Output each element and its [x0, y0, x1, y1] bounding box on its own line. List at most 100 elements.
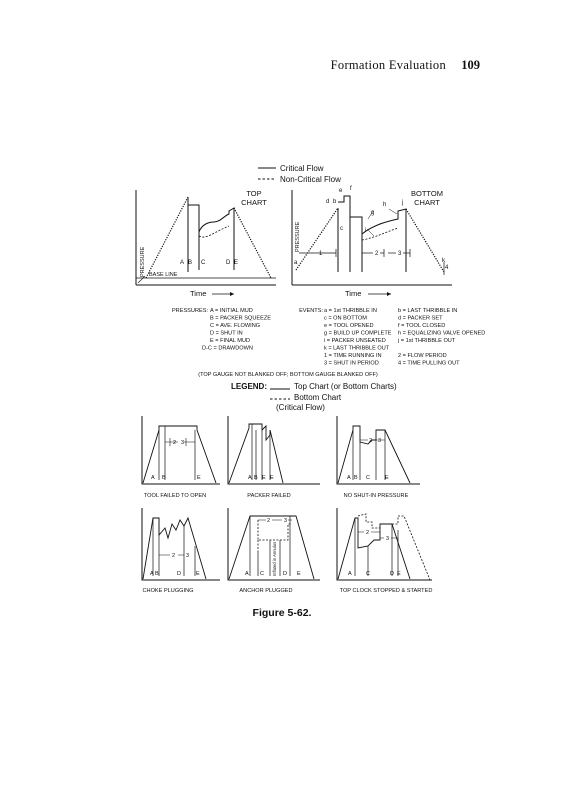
caption: PACKER FAILED: [247, 493, 290, 499]
running-title: Formation Evaluation: [330, 58, 446, 72]
letter: E: [385, 475, 389, 481]
curve: [228, 515, 315, 580]
events-heading: EVENTS:: [299, 308, 323, 314]
period-3: 3: [398, 251, 402, 257]
letter: C: [366, 475, 370, 481]
period-label: 2: [366, 530, 369, 536]
figure-caption: Figure 5-62.: [252, 607, 312, 619]
legend-top-text: Top Chart (or Bottom Charts): [294, 382, 397, 391]
caption: CHOKE PLUGGING: [143, 588, 194, 594]
period-label: 3: [181, 440, 184, 446]
event-item: a = 1st THRIBBLE IN: [324, 308, 377, 314]
event-h: h: [383, 202, 386, 208]
bottom-chart-period-bars: [299, 249, 445, 275]
base-line-pointer: [137, 275, 146, 284]
event-h-pointer: [388, 208, 398, 215]
legend-note: (Critical Flow): [276, 403, 325, 412]
event-item: e = TOOL OPENED: [324, 323, 373, 329]
letter: C: [260, 571, 264, 577]
bottom-chart: PRESSURE BOTTOM CHART 1 2 3 4 a b c d e …: [291, 186, 452, 298]
period-label: 2: [173, 440, 176, 446]
event-e: e: [339, 188, 343, 194]
event-j: j: [401, 200, 403, 206]
page-number: 109: [461, 58, 480, 72]
event-i-pointer: [366, 228, 375, 237]
top-chart-ramp-out: [233, 207, 272, 279]
letter: E: [297, 571, 301, 577]
event-item: c = ON BOTTOM: [324, 316, 367, 322]
period-2: 2: [375, 251, 379, 257]
bottom-chart-y-label: PRESSURE: [295, 221, 301, 252]
gauge-note: (TOP GAUGE NOT BLANKED OFF; BOTTOM GAUGE…: [198, 372, 378, 378]
axes: [227, 508, 320, 581]
letter: E: [196, 571, 200, 577]
letter: B: [162, 475, 166, 481]
event-item: 3 = SHUT IN PERIOD: [324, 361, 379, 367]
pressure-item: D = SHUT IN: [210, 331, 243, 337]
bottom-chart-title-1: BOTTOM: [411, 189, 443, 198]
small-chart-packer-failed: A B E E PACKER FAILED: [227, 416, 320, 499]
flow-legend: Critical Flow Non-Critical Flow: [258, 164, 341, 184]
non-critical-flow-label: Non-Critical Flow: [280, 175, 341, 184]
event-k: k: [442, 258, 446, 264]
caption: TOP CLOCK STOPPED & STARTED: [340, 588, 433, 594]
top-chart-title-2: CHART: [241, 198, 267, 207]
marker: [249, 516, 291, 576]
letter: A: [245, 571, 249, 577]
bottom-chart-title-2: CHART: [414, 198, 440, 207]
bottom-chart-nonCritical: [361, 227, 399, 241]
letter: E: [197, 475, 201, 481]
bottom-chart-flow: [361, 208, 407, 272]
event-a: a: [294, 260, 298, 266]
top-chart-point-d: D: [226, 260, 231, 266]
legend-bottom-text: Bottom Chart: [294, 393, 342, 402]
top-chart-point-e: E: [234, 260, 238, 266]
pressure-item: D-C = DRAWDOWN: [202, 346, 253, 352]
small-chart-anchor-plugged: 2 3 Inflated in Annulus A C D E ANCHOR P…: [227, 508, 320, 594]
chart-legend: LEGEND: Top Chart (or Bottom Charts) Bot…: [231, 382, 397, 412]
curve: [337, 517, 411, 580]
curve: [337, 425, 411, 484]
letter: E: [262, 475, 266, 481]
event-b: b: [333, 199, 337, 205]
letter: B: [354, 475, 358, 481]
letter: D: [177, 571, 181, 577]
curve-dashed: [357, 513, 431, 581]
axes: [227, 416, 320, 485]
event-g: g: [371, 210, 374, 216]
letter: A: [150, 571, 154, 577]
bottom-chart-time-arrowhead: [387, 292, 391, 296]
event-c: c: [340, 226, 343, 232]
event-item: h = EQUALIZING VALVE OPENED: [398, 331, 485, 337]
axes: [336, 416, 420, 485]
period-label: 3: [186, 553, 189, 559]
event-item: 1 = TIME RUNNING IN: [324, 353, 382, 359]
axes: [141, 508, 220, 581]
caption: NO SHUT-IN PRESSURE: [344, 493, 409, 499]
curve-dashed: [257, 520, 292, 552]
letter: A: [248, 475, 252, 481]
pressure-item: A = INITIAL MUD: [210, 308, 253, 314]
period-label: 2: [267, 518, 270, 524]
top-chart-time-arrowhead: [230, 292, 234, 296]
period-label: 3: [378, 438, 381, 444]
letter: E: [397, 571, 401, 577]
letter: B: [254, 475, 258, 481]
event-i: i: [365, 228, 366, 234]
event-item: b = LAST THRIBBLE IN: [398, 308, 457, 314]
small-chart-clock-stopped: 2 3 A C D E TOP CLOCK STOPPED & STARTED: [336, 508, 433, 594]
top-chart-y-label: PRESSURE: [140, 246, 146, 277]
event-g-pointer: [367, 210, 374, 220]
letter: D: [283, 571, 287, 577]
small-chart-choke-plugging: 2 3 A B D E CHOKE PLUGGING: [141, 508, 220, 594]
top-chart-flow: [198, 207, 235, 270]
axes: [336, 508, 432, 581]
bottom-chart-ramp-in: [295, 207, 339, 271]
event-f: f: [350, 186, 352, 192]
vertical-note: Inflated in Annulus: [272, 542, 277, 576]
page-header: Formation Evaluation 109: [0, 58, 564, 74]
caption: ANCHOR PLUGGED: [239, 588, 292, 594]
pressure-key: PRESSURES: A = INITIAL MUD B = PACKER SQ…: [172, 308, 271, 352]
top-chart-base-line-label: BASE LINE: [149, 272, 178, 278]
letter: C: [366, 571, 370, 577]
